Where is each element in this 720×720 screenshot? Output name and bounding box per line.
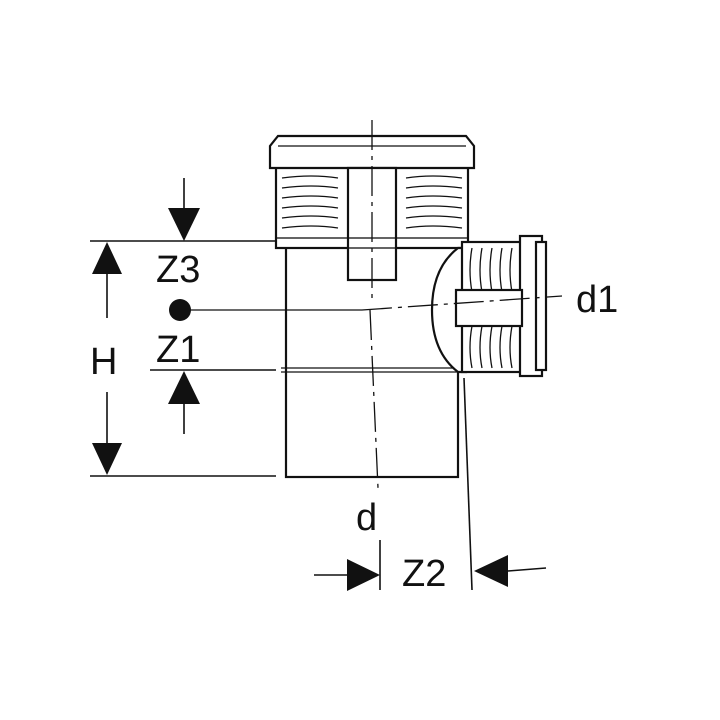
- centre-lines: [180, 120, 563, 489]
- d-label: d: [356, 497, 377, 539]
- z1-label: Z1: [156, 329, 200, 371]
- dimension-h: H: [90, 240, 276, 477]
- z3-label: Z3: [156, 249, 200, 291]
- side-branch: [430, 234, 548, 378]
- dimension-z2: Z2: [314, 377, 547, 595]
- dimension-z1: Z1: [150, 329, 276, 434]
- top-thread-right: [405, 175, 463, 229]
- z2-label: Z2: [402, 553, 446, 595]
- dimension-z3: Z3: [156, 178, 200, 291]
- h-label: H: [90, 341, 117, 383]
- centre-point-marker: [169, 299, 191, 321]
- branch-thread: [469, 247, 513, 369]
- top-thread-left: [281, 175, 339, 229]
- d1-label: d1: [576, 279, 618, 321]
